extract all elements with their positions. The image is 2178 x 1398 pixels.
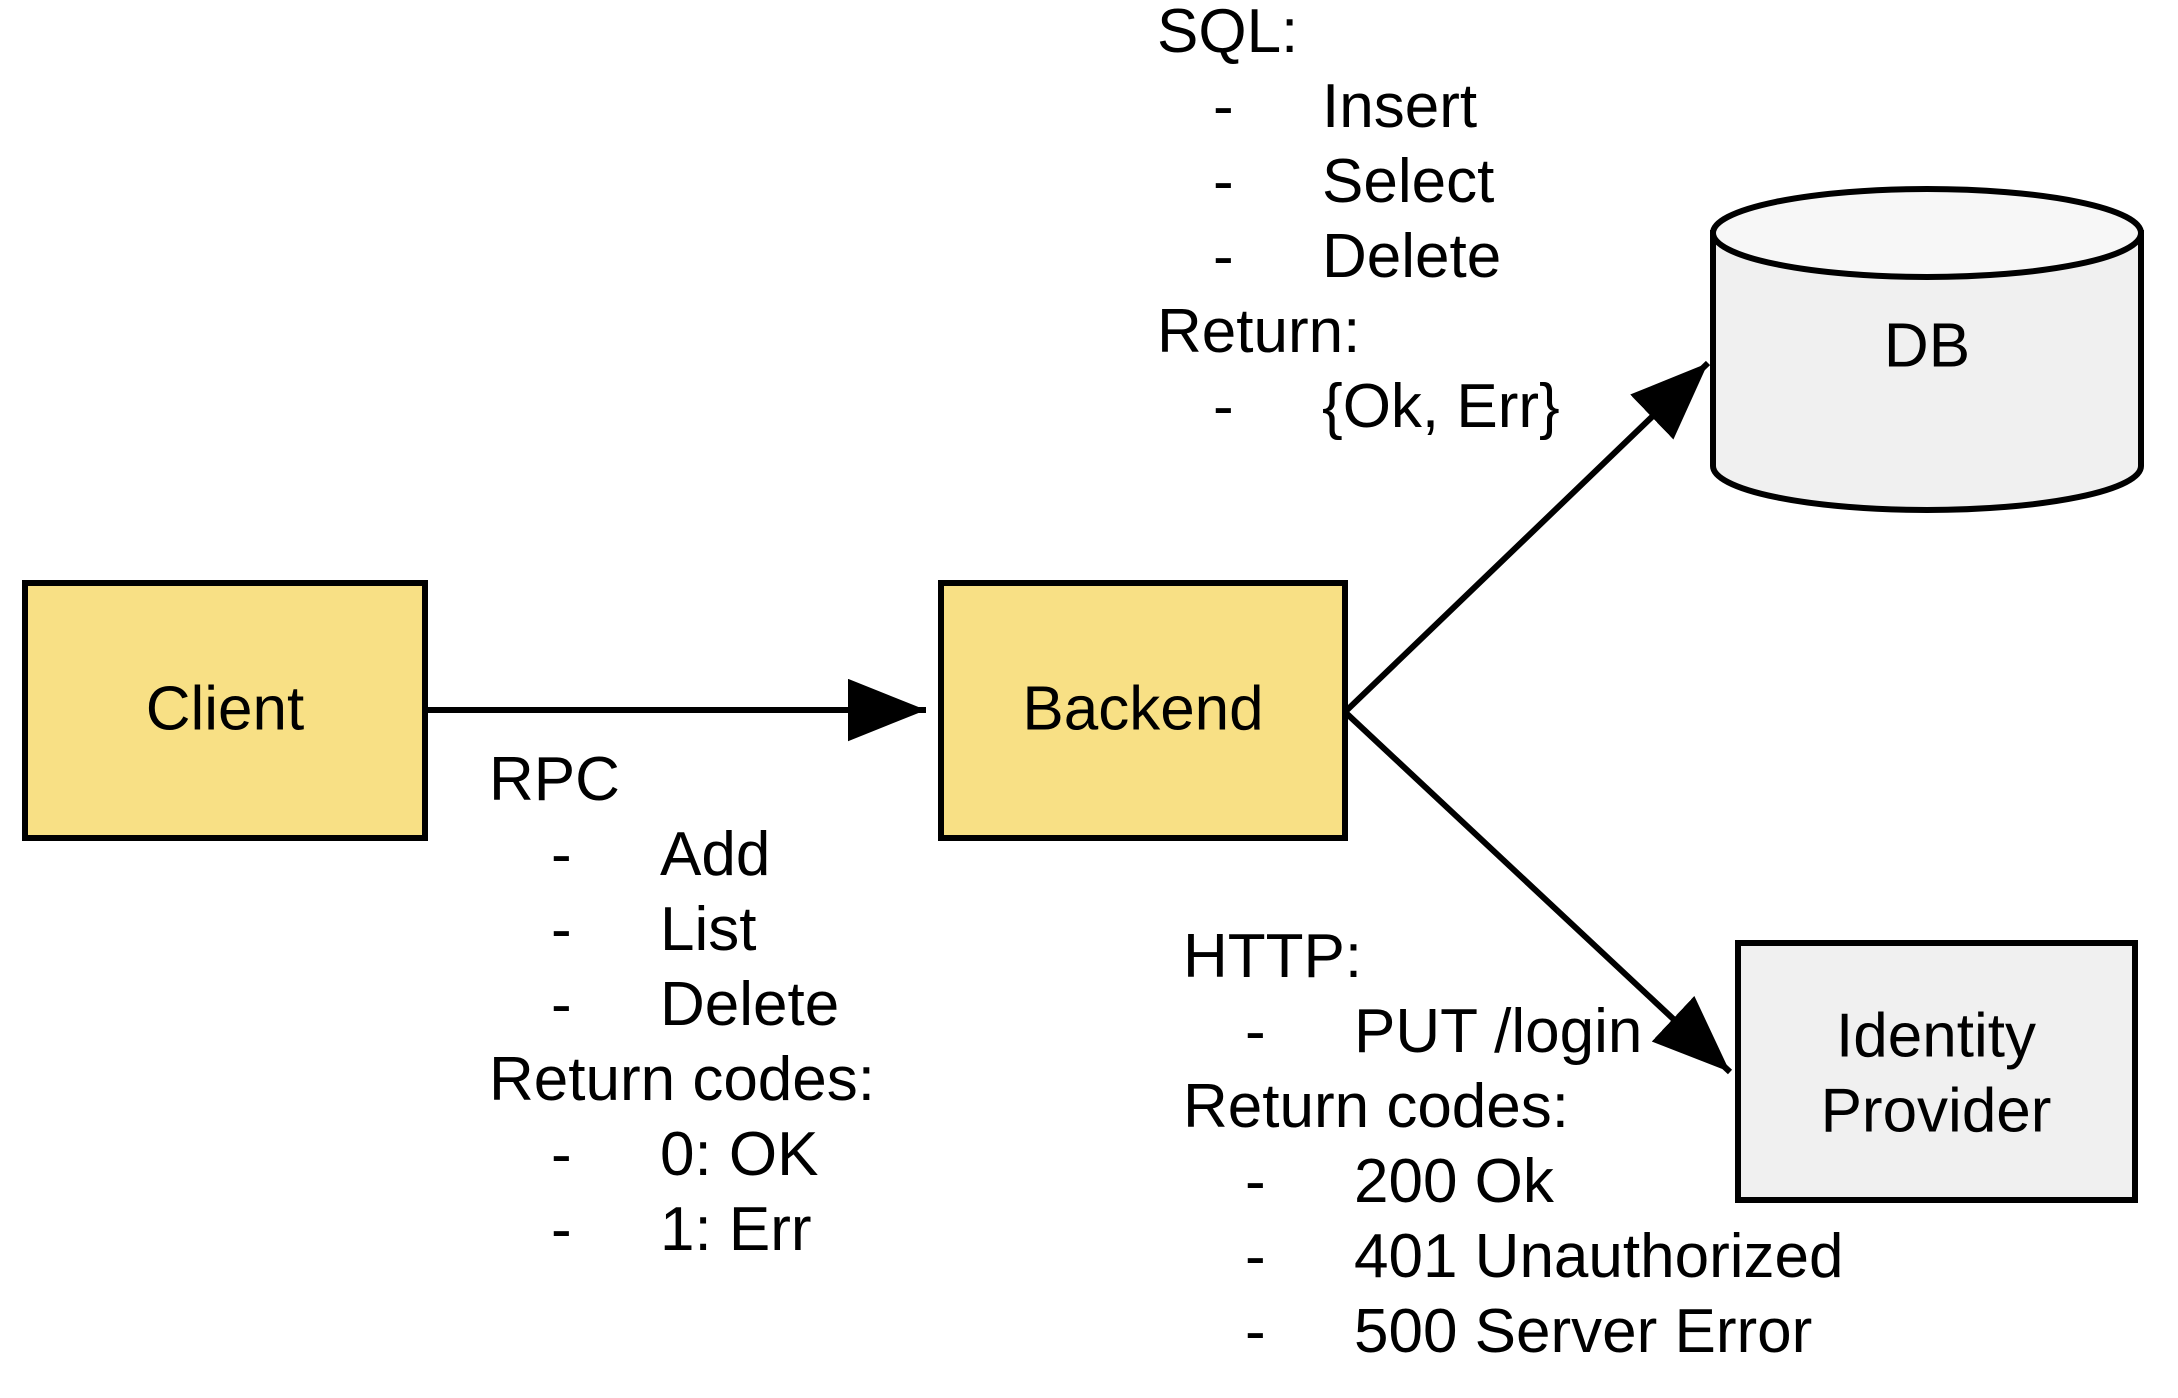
http-return-dash-1: - — [1245, 1222, 1266, 1291]
rpc-item-dash-0: - — [551, 820, 572, 889]
rpc-item-2: Delete — [660, 970, 839, 1039]
identity-provider-label-line1: Identity — [1836, 1001, 2036, 1070]
rpc-item-1: List — [660, 895, 756, 964]
rpc-return-0: 0: OK — [660, 1120, 819, 1189]
rpc-item-0: Add — [660, 820, 770, 889]
identity-provider-box[interactable] — [1735, 940, 2138, 1203]
edge-backend-to-idp — [1342, 709, 1733, 1075]
db-label: DB — [1884, 311, 1970, 380]
rpc-item-dash-1: - — [551, 895, 572, 964]
annotation-http: HTTP: - PUT /login Return codes: - 200 O… — [1183, 922, 1843, 1366]
rpc-return-1: 1: Err — [660, 1195, 812, 1264]
identity-provider-label-line2: Provider — [1821, 1076, 2052, 1145]
sql-heading: SQL: — [1157, 0, 1298, 66]
db-cylinder-top — [1710, 186, 2144, 280]
sql-return-dash-0: - — [1213, 372, 1234, 441]
client-label: Client — [146, 674, 305, 743]
backend-label: Backend — [1022, 674, 1263, 743]
rpc-returns-heading: Return codes: — [489, 1045, 875, 1114]
node-db[interactable]: DB — [1710, 186, 2144, 513]
sql-item-2: Delete — [1322, 222, 1501, 291]
node-backend[interactable]: Backend — [938, 580, 1348, 841]
http-return-1: 401 Unauthorized — [1354, 1222, 1843, 1291]
http-item-dash-0: - — [1245, 997, 1266, 1066]
rpc-return-dash-0: - — [551, 1120, 572, 1189]
sql-item-0: Insert — [1322, 72, 1477, 141]
sql-item-dash-0: - — [1213, 72, 1234, 141]
annotation-sql: SQL: - Insert - Select - Delete Return: … — [1157, 0, 1560, 441]
http-heading: HTTP: — [1183, 922, 1362, 991]
backend-idp-arrow — [1342, 709, 1733, 1075]
http-return-2: 500 Server Error — [1354, 1297, 1812, 1366]
annotation-rpc: RPC - Add - List - Delete Return codes: … — [489, 745, 875, 1264]
http-return-dash-0: - — [1245, 1147, 1266, 1216]
sql-item-dash-2: - — [1213, 222, 1234, 291]
rpc-return-dash-1: - — [551, 1195, 572, 1264]
backend-db-arrow — [1342, 360, 1711, 715]
http-return-0: 200 Ok — [1354, 1147, 1555, 1216]
node-identity-provider[interactable]: Identity Provider — [1735, 940, 2138, 1203]
http-returns-heading: Return codes: — [1183, 1072, 1569, 1141]
sql-item-1: Select — [1322, 147, 1494, 216]
db-cylinder-body[interactable] — [1710, 230, 2144, 513]
rpc-item-dash-2: - — [551, 970, 572, 1039]
http-return-dash-2: - — [1245, 1297, 1266, 1366]
client-box[interactable] — [22, 580, 428, 841]
sql-return-0: {Ok, Err} — [1322, 372, 1560, 441]
rpc-heading: RPC — [489, 745, 620, 814]
node-client[interactable]: Client — [22, 580, 428, 841]
backend-box[interactable] — [938, 580, 1348, 841]
sql-item-dash-1: - — [1213, 147, 1234, 216]
edge-backend-to-db — [1342, 360, 1711, 715]
http-item-0: PUT /login — [1354, 997, 1642, 1066]
sql-returns-heading: Return: — [1157, 297, 1360, 366]
